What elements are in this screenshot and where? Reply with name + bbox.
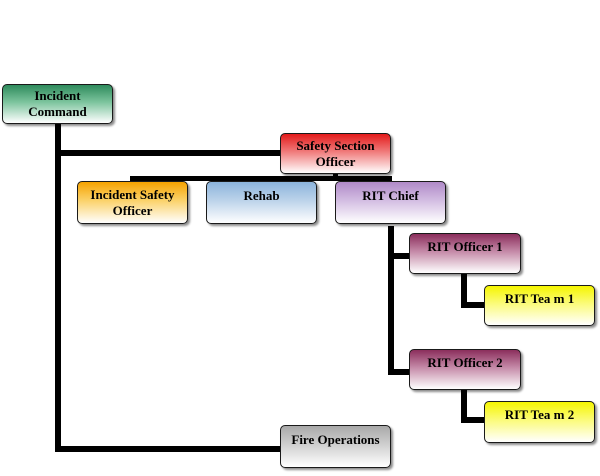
connector-officer2-trunk xyxy=(461,390,467,423)
connector-team-2 xyxy=(461,417,485,423)
node-incident-command[interactable]: Incident Command xyxy=(2,84,113,124)
connector-rit-chief-trunk xyxy=(388,226,394,375)
node-rit-chief[interactable]: RIT Chief xyxy=(335,181,446,224)
node-rit-team-2[interactable]: RIT Tea m 2 xyxy=(484,401,595,443)
connector-rit-officer-2 xyxy=(388,369,410,375)
node-safety-section-officer-line-1: Safety Section xyxy=(296,137,375,153)
node-incident-safety-officer-line-2: Officer xyxy=(112,202,153,218)
node-incident-safety-officer-line-1: Incident Safety xyxy=(90,186,175,202)
connector-ic-fire-ops xyxy=(55,446,280,452)
node-rit-officer-1-line-1: RIT Officer 1 xyxy=(427,239,503,254)
node-fire-operations-line-1: Fire Operations xyxy=(291,432,380,447)
connector-safety-drop xyxy=(333,170,338,179)
node-incident-command-line-2: Command xyxy=(28,104,87,119)
node-rit-chief-line-1: RIT Chief xyxy=(362,188,419,203)
node-safety-section-officer-line-2: Officer xyxy=(315,153,356,169)
node-rit-officer-1[interactable]: RIT Officer 1 xyxy=(409,233,521,274)
node-rehab[interactable]: Rehab xyxy=(206,181,317,224)
connector-safety-branch xyxy=(130,176,392,181)
node-rit-officer-2-line-1: RIT Officer 2 xyxy=(427,355,503,370)
node-rit-officer-2[interactable]: RIT Officer 2 xyxy=(409,349,521,390)
connector-rit-officer-1 xyxy=(388,253,410,259)
node-rit-team-1[interactable]: RIT Tea m 1 xyxy=(484,285,595,326)
connector-ic-safety xyxy=(55,150,280,156)
node-fire-operations[interactable]: Fire Operations xyxy=(280,425,391,468)
node-rit-team-1-line-1: RIT Tea m 1 xyxy=(504,291,575,306)
connector-team-1 xyxy=(461,302,485,308)
node-incident-command-line-1: Incident xyxy=(34,88,81,103)
node-rehab-line-1: Rehab xyxy=(243,188,280,203)
node-safety-section-officer[interactable]: Safety Section Officer xyxy=(280,133,391,174)
connector-ic-trunk xyxy=(55,124,61,452)
node-rit-team-2-line-1: RIT Tea m 2 xyxy=(504,407,575,422)
node-incident-safety-officer[interactable]: Incident Safety Officer xyxy=(77,181,188,224)
connector-officer1-trunk xyxy=(461,274,467,308)
